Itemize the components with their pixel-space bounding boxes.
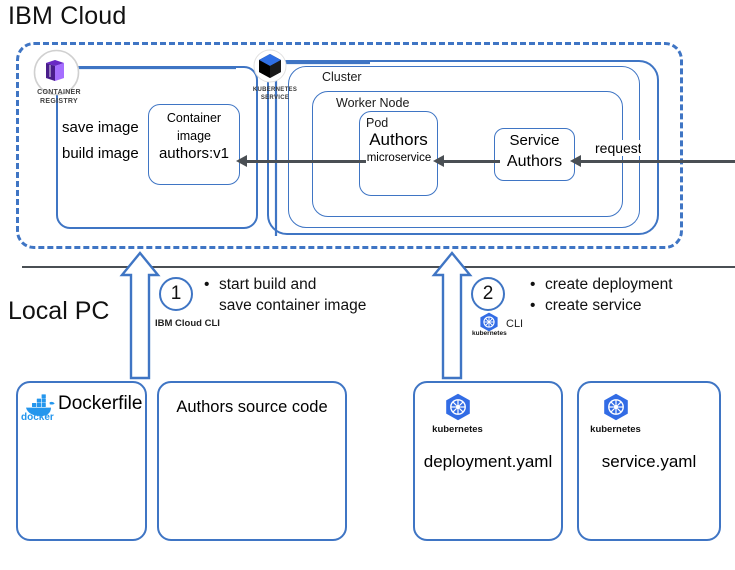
- step-1-bullet-row-1: • start build and: [204, 274, 366, 295]
- service-yaml-box: [577, 381, 721, 541]
- step-2-bullets: • create deployment • create service: [530, 274, 673, 316]
- step-1-bullet-2: save container image: [219, 297, 367, 314]
- registry-caption-line2: REGISTRY: [40, 98, 78, 105]
- bullet-dot-icon: •: [530, 276, 536, 293]
- bullet-dot-icon: •: [204, 276, 210, 293]
- kubernetes-icon: [446, 393, 470, 421]
- kubernetes-cli-icon: [480, 312, 498, 332]
- deployment-yaml-box: [413, 381, 563, 541]
- authors-source-code-title: Authors source code: [176, 398, 328, 416]
- local-pc-divider: [22, 266, 735, 268]
- kubernetes-service-stem: [274, 76, 278, 236]
- build-image-label: build image: [62, 145, 139, 162]
- docker-icon: [26, 394, 55, 416]
- kubernetes-service-icon: [253, 49, 287, 83]
- step1-upward-arrow: [119, 251, 161, 380]
- service-label-line1: Service: [509, 132, 560, 149]
- dockerfile-box: [16, 381, 147, 541]
- kubernetes-icon: [604, 393, 628, 421]
- deployment-yaml-title: deployment.yaml: [423, 452, 553, 471]
- pod-app-subtitle: microservice: [366, 152, 432, 164]
- request-flow-arrowhead-container-image: [236, 155, 247, 167]
- container-image-tag: authors:v1: [158, 145, 230, 162]
- request-flow-arrowhead-service: [570, 155, 581, 167]
- pod-app-title: Authors: [369, 130, 428, 149]
- step-2-cli-brand: kubernetes: [472, 330, 507, 337]
- container-registry-caption: CONTAINER REGISTRY: [22, 88, 96, 106]
- step-2-bullet-row-1: • create deployment: [530, 274, 673, 295]
- kubernetes-service-box: [267, 60, 659, 235]
- ibm-cloud-boundary: [16, 42, 683, 249]
- ks-caption-line1: KUBERNETES: [252, 87, 298, 93]
- deployment-kubernetes-brand: kubernetes: [432, 424, 483, 435]
- step-1-bullet-row-2: save container image: [204, 295, 366, 316]
- request-label: request: [594, 140, 641, 156]
- step-1-marker: 1: [159, 277, 193, 311]
- ks-caption-line2: SERVICE: [260, 95, 290, 101]
- pod-label: Pod: [366, 116, 389, 130]
- kubernetes-service-caption: KUBERNETES SERVICE: [238, 86, 312, 102]
- step-2-bullet-1: create deployment: [545, 276, 673, 293]
- container-image-box: [148, 104, 240, 185]
- request-flow-arrowhead-pod: [433, 155, 444, 167]
- service-authors-box: [494, 128, 575, 181]
- save-image-label: save image: [62, 119, 139, 136]
- authors-source-code-box: [157, 381, 347, 541]
- container-image-line1: Container: [166, 111, 222, 125]
- kubernetes-service-connector: [276, 61, 370, 65]
- dockerfile-title: Dockerfile: [58, 393, 143, 414]
- worker-node-label: Worker Node: [336, 96, 410, 110]
- step-2-cli-label: CLI: [506, 318, 524, 330]
- page-title-ibm-cloud: IBM Cloud: [8, 2, 127, 30]
- step-2-bullet-2: create service: [545, 297, 642, 314]
- step-1-bullets: • start build and save container image: [204, 274, 366, 316]
- step-2-bullet-row-2: • create service: [530, 295, 673, 316]
- request-flow-segment-pod-to-image: [246, 160, 366, 163]
- registry-caption-line1: CONTAINER: [37, 89, 81, 96]
- container-image-line2: image: [176, 129, 212, 143]
- service-label-line2: Authors: [506, 153, 563, 170]
- cluster-label: Cluster: [322, 70, 362, 84]
- request-flow-segment-inbound: [580, 160, 735, 163]
- registry-icon-connector: [78, 66, 236, 70]
- step2-upward-arrow: [431, 251, 473, 380]
- section-title-local-pc: Local PC: [8, 297, 110, 325]
- bullet-dot-icon: •: [530, 297, 536, 314]
- container-registry-icon: [33, 49, 80, 96]
- service-kubernetes-brand: kubernetes: [590, 424, 641, 435]
- bullet-spacer: [204, 295, 219, 316]
- pod-box: [359, 111, 438, 196]
- service-yaml-title: service.yaml: [601, 452, 697, 471]
- docker-brand-label: docker: [21, 412, 54, 423]
- request-flow-segment-service-to-pod: [443, 160, 500, 163]
- step-2-marker: 2: [471, 277, 505, 311]
- step-1-bullet-1: start build and: [219, 276, 317, 293]
- step-1-cli-label: IBM Cloud CLI: [155, 318, 220, 329]
